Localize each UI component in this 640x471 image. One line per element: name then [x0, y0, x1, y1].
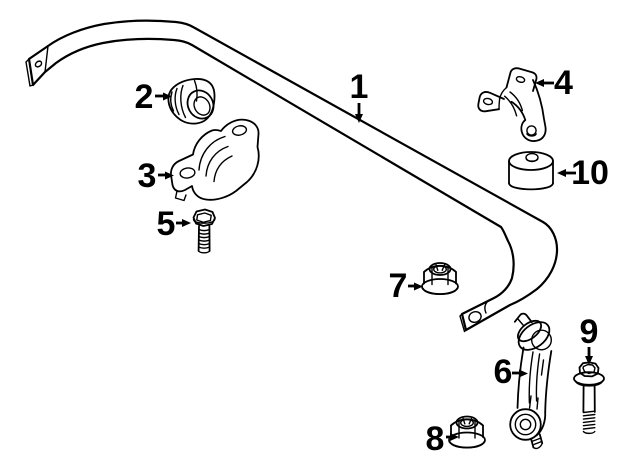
bar-strap-slot	[484, 300, 489, 314]
bar-strap-hole	[468, 310, 482, 324]
bolt-drawing	[192, 208, 216, 254]
bar-end-crease	[44, 45, 49, 73]
callout-3: 3	[138, 157, 174, 195]
damper-bushing-drawing	[508, 151, 554, 191]
callout-8-label: 8	[426, 420, 445, 458]
bracket-drawing	[170, 118, 260, 202]
callout-4-label: 4	[554, 64, 573, 102]
callout-6-label: 6	[494, 353, 513, 391]
callout-9-label: 9	[580, 313, 599, 351]
stabilizer-link-drawing	[509, 312, 553, 450]
stabilizer-bar-drawing	[25, 19, 559, 333]
callout-1-label: 1	[350, 68, 369, 106]
callout-8: 8	[426, 420, 459, 458]
bracket-mount-drawing	[477, 67, 547, 142]
flange-bolt-drawing	[573, 361, 605, 435]
callout-10-label: 10	[571, 154, 609, 192]
bar-end-tab-edge	[25, 58, 34, 87]
callout-2: 2	[135, 78, 172, 116]
callout-2-label: 2	[135, 78, 154, 116]
bar-strap-thickness	[459, 313, 467, 333]
callout-1: 1	[350, 68, 369, 123]
flange-nut-drawing	[421, 262, 459, 296]
callout-6: 6	[494, 353, 528, 391]
callout-3-label: 3	[138, 157, 157, 195]
bushing-drawing	[167, 78, 216, 125]
callout-7-label: 7	[389, 267, 408, 305]
flange-nut-drawing	[448, 415, 486, 449]
callout-4: 4	[535, 64, 573, 102]
callout-10: 10	[557, 154, 609, 192]
callout-5: 5	[157, 205, 191, 243]
callout-7: 7	[389, 267, 423, 305]
bar-end-tab-hole	[34, 60, 43, 68]
callout-5-label: 5	[157, 205, 176, 243]
callout-9: 9	[580, 313, 599, 365]
